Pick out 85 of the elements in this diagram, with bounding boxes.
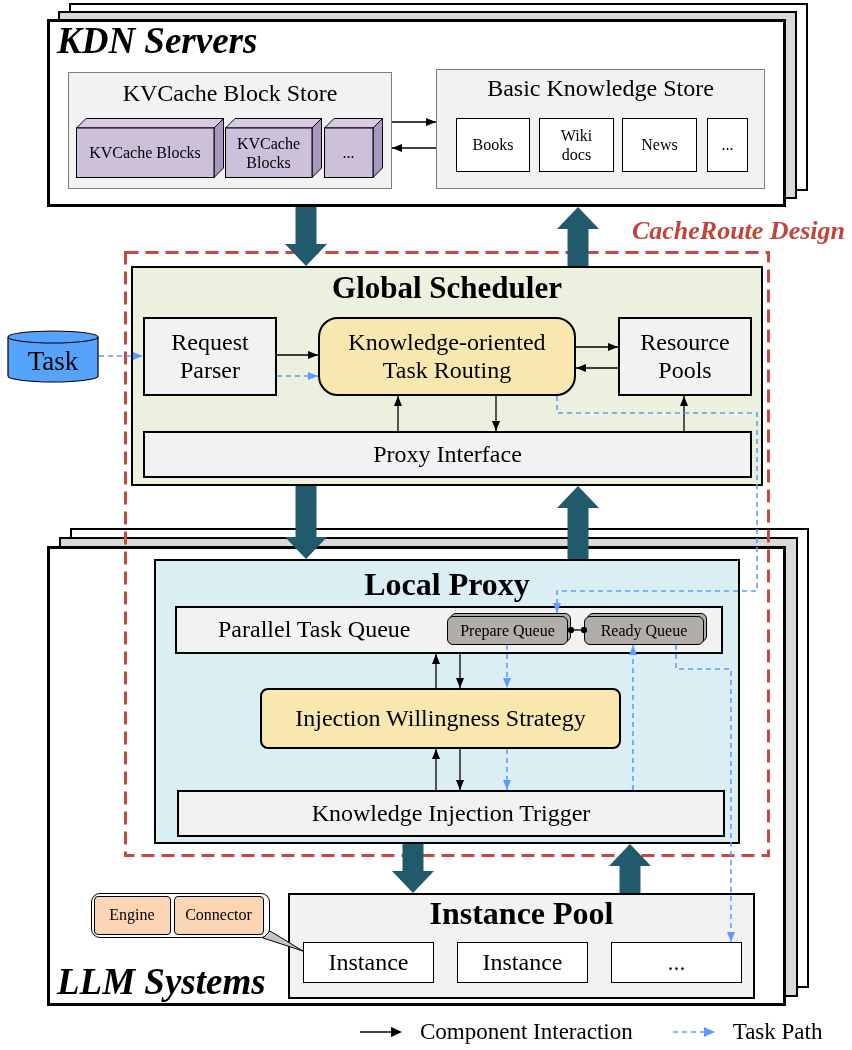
module-panel (154, 559, 740, 844)
legend-label: Task Path (732, 1019, 823, 1045)
instance-box (457, 942, 588, 983)
chip-label: Connector (185, 905, 252, 925)
source-box (539, 118, 614, 172)
source-box (707, 118, 748, 172)
queue-box (447, 613, 571, 645)
queue-box (584, 613, 707, 645)
arrow (575, 364, 619, 372)
source-label: Books (472, 135, 514, 155)
box-label: Knowledge Injection Trigger (311, 799, 591, 828)
component-chip (173, 895, 264, 935)
store-box (68, 72, 392, 189)
process-box (143, 317, 277, 396)
store-title: Basic Knowledge Store (487, 75, 714, 103)
arrow (456, 748, 464, 791)
system-group-box (47, 19, 786, 207)
rounded-process-box (260, 688, 621, 749)
arrow (680, 395, 688, 432)
panel-title: Local Proxy (364, 567, 530, 603)
store-box (436, 69, 765, 189)
box-label: Instance (482, 948, 563, 977)
process-box (177, 790, 725, 837)
block-label: KVCache Blocks (236, 133, 301, 173)
region-title: CacheRoute Design (631, 217, 845, 246)
block-arrow (285, 486, 327, 559)
block-arrow (392, 844, 434, 893)
arrow (276, 372, 319, 380)
cylinder-label: Task (27, 346, 79, 377)
arrow (432, 748, 440, 791)
arrow (629, 644, 637, 791)
connector-line (567, 626, 588, 634)
box-label: Injection Willingness Strategy (295, 704, 586, 733)
data-cylinder (7, 330, 99, 383)
box-label: Knowledge-oriented Task Routing (347, 328, 547, 385)
source-box (622, 118, 697, 172)
arrow (276, 351, 319, 359)
instance-box (303, 942, 434, 983)
callout-bubble (91, 893, 270, 938)
box-label: Parallel Task Queue (218, 616, 411, 644)
instance-box (611, 942, 742, 983)
arrow (432, 653, 440, 689)
source-label: News (641, 135, 678, 155)
rounded-process-box (318, 317, 576, 396)
group-title: KDN Servers (57, 22, 258, 59)
box-label: Resource Pools (639, 328, 731, 385)
arrow (492, 395, 500, 432)
panel-title: Instance Pool (429, 896, 614, 932)
block-arrow (285, 207, 327, 266)
arrow (391, 118, 437, 126)
block-arrow (557, 207, 599, 266)
arrow (503, 748, 511, 791)
queue-label: Prepare Queue (460, 621, 555, 640)
block-label: ... (342, 143, 355, 163)
arrow (575, 343, 619, 351)
arrow (553, 395, 758, 614)
group-title: LLM Systems (57, 963, 266, 1000)
module-panel (131, 266, 763, 486)
arrow (391, 144, 437, 152)
block-arrow (609, 844, 651, 893)
module-panel (288, 893, 755, 999)
component-chip (93, 895, 171, 935)
legend-label: Component Interaction (420, 1019, 633, 1045)
arrow (98, 352, 144, 360)
process-box (143, 431, 752, 478)
source-box (456, 118, 530, 172)
arrow (675, 644, 735, 943)
source-label: Wiki docs (560, 125, 593, 165)
queue-label: Ready Queue (600, 621, 688, 640)
box-label: Instance (328, 948, 409, 977)
panel-title: Global Scheduler (332, 271, 562, 306)
process-box (618, 317, 752, 396)
arrow (456, 653, 464, 689)
callout-pointer (262, 930, 304, 952)
arrow (394, 395, 402, 432)
box-label: Request Parser (170, 328, 250, 385)
block-arrow (557, 486, 599, 559)
chip-label: Engine (109, 905, 155, 925)
arrow (503, 644, 511, 689)
store-title: KVCache Block Store (122, 80, 338, 108)
source-label: ... (721, 135, 734, 155)
block-label: KVCache Blocks (89, 143, 201, 163)
box-label: ... (667, 948, 686, 977)
process-box (175, 606, 723, 654)
box-label: Proxy Interface (373, 440, 522, 469)
